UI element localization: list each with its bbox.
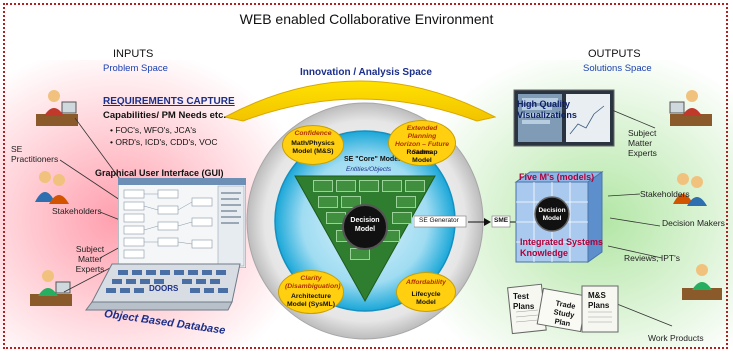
math-physics-title: Math/Physics Model (M&S) xyxy=(291,140,335,155)
confidence-text: Confidence xyxy=(294,130,332,137)
role-se-practitioners: SE Practitioners xyxy=(11,144,59,164)
generator-arrow xyxy=(414,215,522,228)
decision-model-circle xyxy=(342,204,388,250)
capabilities-text: Capabilities/ PM Needs etc. xyxy=(103,110,227,121)
ellipse-roadmap-italic: Extended Planning Horizon – Future State… xyxy=(389,125,455,157)
person-icon-top-right xyxy=(669,90,712,126)
page-title: WEB enabled Collaborative Environment xyxy=(239,11,494,27)
visualization-screens xyxy=(513,89,615,147)
person-icon-bottom-right xyxy=(682,264,722,300)
sme-label: SME xyxy=(494,217,509,224)
work-product-docs xyxy=(507,283,619,335)
right-role-reviews: Reviews, IPT's xyxy=(624,253,680,263)
architecture-title: Architecture Model (SysML) xyxy=(287,293,335,308)
planning-horizon-text: Extended Planning Horizon – Future State… xyxy=(395,125,449,156)
gui-screenshot xyxy=(118,178,246,268)
requirements-heading: REQUIREMENTS CAPTURE xyxy=(103,96,235,107)
model-cell xyxy=(382,180,402,192)
ellipse-architecture-italic: Clarity (Disambiguation) xyxy=(279,275,343,291)
model-cell xyxy=(336,180,356,192)
role-se-practitioners-text: SE Practitioners xyxy=(11,144,59,164)
person-icon-top-left xyxy=(36,90,78,126)
core-sublabel: Entities/Objects xyxy=(346,166,392,173)
decision-model-label: Decision Model xyxy=(350,217,380,233)
laptop-doors xyxy=(85,263,241,311)
se-generator-label: SE Generator xyxy=(419,217,459,224)
model-cell xyxy=(341,196,361,208)
roadmap-title: Roadmap Model xyxy=(406,149,438,164)
model-cell xyxy=(318,196,338,208)
cube-decision-model-label: Decision Model xyxy=(538,207,566,222)
ellipse-math-physics: Confidence Math/Physics Model (M&S) xyxy=(282,125,344,165)
clarity-text: Clarity (Disambiguation) xyxy=(285,275,341,290)
five-ms-label: Five M's (models) xyxy=(519,172,595,182)
model-cell xyxy=(359,180,379,192)
visualization-label: High Quality Visualizations xyxy=(517,99,577,120)
ellipse-roadmap: Extended Planning Horizon – Future State… xyxy=(388,120,456,166)
inputs-heading: INPUTS xyxy=(113,48,154,60)
person-icon-decision-makers xyxy=(673,173,707,206)
doc-test-plans: Test Plans xyxy=(513,292,535,311)
ellipse-math-physics-italic: Confidence xyxy=(283,130,343,138)
bullet-2: • ORD's, ICD's, CDD's, VOC xyxy=(110,137,218,147)
model-cell xyxy=(313,180,333,192)
dotted-frame xyxy=(3,3,728,349)
person-icon-bottom-left xyxy=(30,270,72,306)
bullet-2-text: ORD's, ICD's, CDD's, VOC xyxy=(115,137,218,147)
doors-label: DOORS xyxy=(149,284,179,293)
innovation-arc xyxy=(223,80,497,122)
knowledge-cube xyxy=(514,171,604,263)
ellipse-lifecycle: Affordability Lifecycle Model xyxy=(396,272,456,312)
outputs-heading: OUTPUTS xyxy=(588,48,641,60)
core-model-label: SE "Core" Model xyxy=(344,156,401,163)
doc-ms-plans: M&S Plans xyxy=(588,291,610,310)
person-icon-stakeholders xyxy=(35,171,69,204)
ellipse-architecture: Clarity (Disambiguation) Architecture Mo… xyxy=(278,270,344,314)
role-subject-matter-experts: Subject Matter Experts xyxy=(75,244,105,274)
gui-label: Graphical User Interface (GUI) xyxy=(95,168,224,178)
inputs-subheading: Problem Space xyxy=(103,63,168,74)
bullet-1: • FOC's, WFO's, JCA's xyxy=(110,125,197,135)
innovation-label: Innovation / Analysis Space xyxy=(300,67,432,78)
right-role-sme: Subject Matter Experts xyxy=(628,128,657,158)
bullet-1-text: FOC's, WFO's, JCA's xyxy=(115,125,197,135)
right-role-stakeholders: Stakeholders xyxy=(640,189,690,199)
right-role-decision-makers: Decision Makers xyxy=(662,218,725,228)
model-cell xyxy=(405,180,425,192)
work-products-label: Work Products xyxy=(648,333,704,343)
integrated-knowledge-label: Integrated Systems Knowledge xyxy=(520,237,604,258)
affordability-text: Affordability xyxy=(406,279,446,286)
model-cell xyxy=(396,196,416,208)
role-stakeholders: Stakeholders xyxy=(52,206,102,216)
lifecycle-title: Lifecycle Model xyxy=(411,291,441,306)
outputs-subheading: Solutions Space xyxy=(583,63,652,74)
model-cell xyxy=(392,212,412,224)
ellipse-lifecycle-italic: Affordability xyxy=(397,279,455,287)
